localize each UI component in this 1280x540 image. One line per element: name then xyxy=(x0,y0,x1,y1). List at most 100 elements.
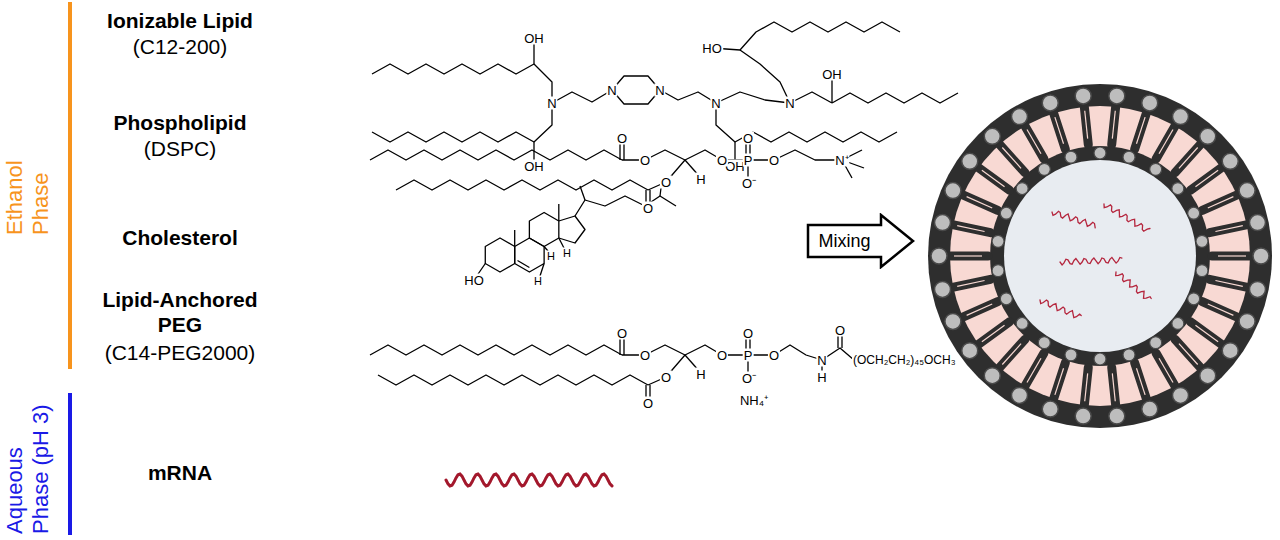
bond xyxy=(735,132,897,142)
lipid-head xyxy=(1042,95,1058,111)
tail-gap xyxy=(1055,117,1064,144)
lipid-tail xyxy=(977,167,1009,191)
atom-label: O⁻ xyxy=(741,177,757,190)
bond xyxy=(716,92,790,103)
bond xyxy=(372,132,534,142)
lipid-head xyxy=(1038,337,1050,349)
component-code: (C14-PEG2000) xyxy=(105,340,256,365)
rna-wave xyxy=(1052,211,1095,228)
lipid-tail xyxy=(1135,111,1147,149)
rna-wave xyxy=(1104,204,1150,231)
component-name: mRNA xyxy=(148,460,212,485)
lipid-tail xyxy=(998,339,1025,369)
atom-label: N xyxy=(784,97,795,110)
lipid-head xyxy=(935,281,951,297)
lipid-nanoparticle xyxy=(928,84,1272,428)
atom-label: O xyxy=(768,349,780,362)
component-name: Lipid-Anchored PEG xyxy=(90,287,270,337)
tail-gap xyxy=(967,304,993,315)
lipid-head xyxy=(1188,293,1200,305)
atom-label: O xyxy=(834,324,846,337)
tail-gap xyxy=(957,226,984,232)
atom-label: O xyxy=(660,371,672,384)
bond xyxy=(552,90,612,103)
tail-gap xyxy=(1002,344,1021,365)
lipid-head xyxy=(1249,215,1265,231)
lipid-head xyxy=(1188,207,1200,219)
lipid-tail xyxy=(1024,124,1044,159)
lipid-head xyxy=(1173,109,1189,125)
lipid-head xyxy=(1000,293,1012,305)
lipid-head xyxy=(1172,183,1184,195)
bond xyxy=(372,64,534,74)
lipid-tail xyxy=(1210,279,1249,287)
lipid-tail xyxy=(1024,353,1044,388)
block-arrow: Mixing xyxy=(806,213,915,269)
lipid-head xyxy=(1123,349,1135,361)
lipid-tail xyxy=(1202,194,1239,210)
lipid-head xyxy=(1016,317,1028,329)
ethanol-bracket xyxy=(68,2,72,369)
aqueous-core xyxy=(1004,160,1196,352)
lipid-head xyxy=(1150,163,1162,175)
lipid-head xyxy=(945,183,961,199)
tail-gap xyxy=(967,197,993,208)
tail-gap xyxy=(1112,373,1115,401)
bond xyxy=(378,375,648,385)
lipid-head xyxy=(1253,248,1269,264)
lipid-tail xyxy=(1135,363,1147,401)
component-name: Cholesterol xyxy=(122,225,238,250)
lipid-tail xyxy=(951,224,990,232)
lipid-head xyxy=(962,343,978,359)
atom-label: O xyxy=(616,327,628,340)
bond xyxy=(514,230,515,247)
lipid-head xyxy=(1094,147,1106,159)
component-code: (DSPC) xyxy=(144,136,216,161)
tail-gap xyxy=(1112,111,1115,139)
atom-label: OH xyxy=(523,32,545,45)
bond xyxy=(559,238,564,248)
tail-gap xyxy=(954,255,982,256)
bond xyxy=(740,50,790,103)
bond xyxy=(575,196,676,216)
atom-label: N xyxy=(816,354,827,367)
atom-label: N xyxy=(710,97,721,110)
lipid-head xyxy=(1042,401,1058,417)
lipid-tail xyxy=(1112,105,1116,145)
lipid-head xyxy=(1196,235,1208,247)
bond xyxy=(774,150,842,160)
lipid-tail xyxy=(1210,224,1249,232)
tail-gap xyxy=(1208,304,1234,315)
lipid-tail xyxy=(1212,252,1252,261)
bond xyxy=(559,216,585,243)
lipid-head xyxy=(992,265,1004,277)
atom-label: O xyxy=(642,202,654,215)
bond xyxy=(529,213,558,247)
lipid-head xyxy=(1200,368,1216,384)
lipid-tail xyxy=(1175,339,1202,369)
atom-label: HO xyxy=(463,274,485,287)
bilayer-core xyxy=(950,106,1250,406)
lipid-tail xyxy=(1084,367,1088,407)
bond xyxy=(790,92,832,103)
bond xyxy=(396,180,648,190)
lipid-head xyxy=(1075,88,1091,104)
lipid-head xyxy=(1038,163,1050,175)
lipid-tail xyxy=(1112,367,1116,407)
tail-gap xyxy=(1195,325,1218,341)
bond xyxy=(648,355,685,385)
bond xyxy=(518,261,530,268)
tail-gap xyxy=(1027,130,1041,154)
atom-label: H xyxy=(562,248,572,259)
lipid-head xyxy=(1000,207,1012,219)
atom-label: O⁻ xyxy=(741,372,757,385)
lipid-head xyxy=(1173,387,1189,403)
atom-label: N xyxy=(546,97,557,110)
tail-gap xyxy=(982,325,1005,341)
lipid-head xyxy=(1200,128,1216,144)
lipid-head xyxy=(945,313,961,329)
lipid-head xyxy=(1012,109,1028,125)
lipid-tail xyxy=(951,279,990,287)
